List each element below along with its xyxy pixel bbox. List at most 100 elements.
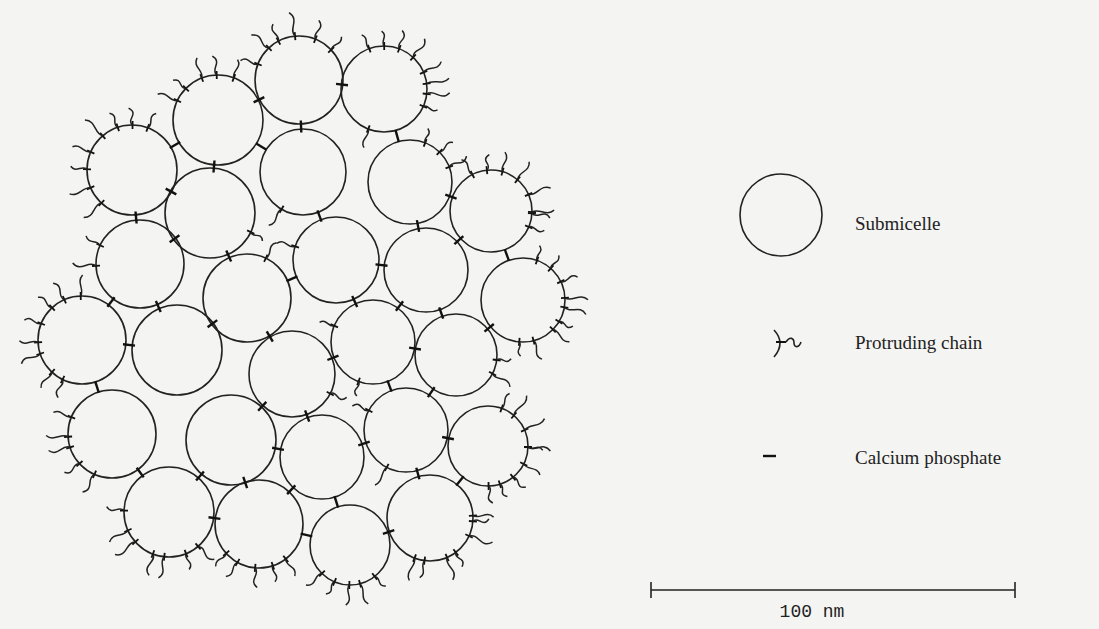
protruding-chain xyxy=(49,447,71,453)
protruding-chain xyxy=(198,546,214,559)
calcium-phosphate xyxy=(442,437,454,439)
protruding-chain xyxy=(212,56,216,75)
protruding-chain xyxy=(559,321,573,327)
submicelle xyxy=(215,480,303,568)
protruding-chain xyxy=(269,209,282,225)
calcium-phosphate xyxy=(335,496,339,508)
protruding-chain xyxy=(352,404,369,411)
submicelle-group xyxy=(38,36,565,585)
protruding-chain xyxy=(286,559,296,576)
protruding-chain xyxy=(115,542,135,555)
calcium-phosphate xyxy=(272,448,284,450)
protruding-chain xyxy=(306,574,322,586)
scale-label: 100 nm xyxy=(780,602,845,622)
submicelle xyxy=(165,168,255,258)
protruding-chain xyxy=(529,187,551,195)
submicelle xyxy=(255,36,343,124)
legend-label: Calcium phosphate xyxy=(855,447,1001,469)
protruding-chain xyxy=(502,394,510,409)
protruding-chain xyxy=(19,341,38,343)
calcium-phosphate xyxy=(123,344,135,345)
protruding-chain-group xyxy=(19,13,588,605)
protruding-chain xyxy=(46,436,68,438)
calcium-phosphate xyxy=(417,220,419,232)
protruding-chain xyxy=(266,243,277,258)
calcium-phosphate xyxy=(456,476,464,485)
protruding-chain xyxy=(71,166,87,169)
protruding-chain xyxy=(355,381,360,396)
protruding-chain xyxy=(456,552,463,566)
submicelle xyxy=(415,314,497,396)
protruding-chain xyxy=(73,146,91,152)
submicelle xyxy=(293,217,379,303)
scale-bar xyxy=(651,589,1015,591)
submicelle xyxy=(124,467,214,557)
protruding-chain xyxy=(272,566,276,582)
protruding-chain xyxy=(399,31,405,49)
protruding-chain xyxy=(447,558,454,580)
protruding-chain xyxy=(462,160,473,175)
protruding-chain xyxy=(22,354,41,364)
protruding-chain xyxy=(110,530,128,542)
protruding-chain xyxy=(565,297,588,300)
calcium-phosphate xyxy=(258,402,266,411)
submicelle xyxy=(132,305,222,395)
protruding-chain xyxy=(315,20,321,39)
protruding-chain xyxy=(53,283,64,299)
calcium-phosphate xyxy=(95,381,99,392)
submicelle xyxy=(387,475,473,561)
calcium-phosphate xyxy=(485,324,494,332)
calcium-phosphate xyxy=(137,468,144,478)
calcium-phosphate xyxy=(300,121,303,133)
protruding-chain xyxy=(528,447,543,450)
protruding-chain xyxy=(251,35,269,48)
scale-bar-tick xyxy=(650,582,652,598)
protruding-chain xyxy=(525,419,545,431)
protruding-chain xyxy=(513,477,526,487)
calcium-phosphate xyxy=(226,251,231,262)
calcium-phosphate xyxy=(454,236,463,244)
calcium-phosphate xyxy=(170,142,180,148)
protruding-chain xyxy=(158,93,178,100)
protruding-chain xyxy=(56,380,63,398)
calcium-phosphate xyxy=(107,297,114,307)
protruding-chain xyxy=(486,155,490,171)
legend-label: Submicelle xyxy=(855,213,940,235)
protruding-chain xyxy=(326,582,335,594)
protruding-chain xyxy=(24,319,41,324)
protruding-chain xyxy=(561,276,578,282)
protruding-chain xyxy=(173,80,186,89)
protruding-chain xyxy=(427,78,449,83)
protruding-chain xyxy=(148,114,157,128)
protruding-chain xyxy=(551,255,559,268)
calcium-phosphate xyxy=(305,410,309,421)
protruding-chain xyxy=(473,519,489,523)
protruding-chain xyxy=(331,37,341,50)
submicelle xyxy=(331,300,415,384)
protruding-chain xyxy=(362,35,370,49)
protruding-chain xyxy=(186,554,191,570)
protruding-chain xyxy=(518,162,530,180)
submicelle xyxy=(280,415,364,499)
protruding-chain xyxy=(449,156,466,167)
protruding-chain xyxy=(83,474,95,492)
protruding-chain xyxy=(423,106,437,111)
protruding-chain xyxy=(277,242,296,247)
submicelle xyxy=(260,129,346,215)
protruding-chain xyxy=(382,31,385,46)
calcium-phosphate xyxy=(352,296,357,307)
protruding-chain xyxy=(529,227,545,232)
calcium-phosphate xyxy=(445,195,456,199)
protruding-chain xyxy=(73,263,96,267)
submicelle xyxy=(173,75,263,165)
calcium-phosphate xyxy=(267,331,273,341)
protruding-chain xyxy=(413,39,425,58)
submicelle xyxy=(186,395,276,485)
protruding-chain xyxy=(147,554,154,575)
protruding-chain xyxy=(158,557,164,578)
calcium-phosphate xyxy=(358,442,369,446)
submicelle xyxy=(448,406,528,486)
calcium-phosphate xyxy=(428,387,435,397)
calcium-phosphate xyxy=(166,189,177,195)
